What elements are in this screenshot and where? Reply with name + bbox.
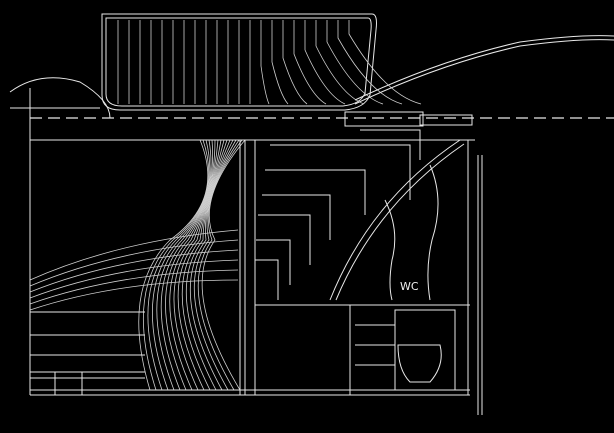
toilet-icon — [397, 344, 442, 383]
stair-flow-line — [156, 139, 213, 391]
bench-ribs — [117, 20, 422, 105]
stair-flow-line — [177, 139, 228, 391]
room-label-wc: WC — [400, 280, 419, 293]
ground-profile — [9, 35, 614, 140]
stair-flow-line — [193, 139, 240, 391]
bench-rib — [293, 20, 327, 105]
bench-rib — [326, 20, 384, 105]
bench-rib — [260, 20, 270, 105]
stair-flow-line — [147, 139, 211, 391]
bench-rib — [337, 20, 403, 105]
stair-flow-line — [189, 139, 237, 391]
terraced-levels — [255, 129, 421, 300]
sweep-line — [29, 259, 239, 299]
left-steps — [30, 311, 145, 395]
curved-wall-arc — [329, 139, 465, 301]
stair-flow-line — [197, 139, 243, 391]
stair-flow-line — [160, 139, 216, 391]
stair-flow-line — [169, 139, 222, 391]
stair-flow-line — [181, 139, 231, 391]
sweep-line — [29, 279, 239, 311]
flowing-stair-lines — [29, 139, 246, 391]
stair-flow-line — [165, 139, 219, 391]
stair-flow-line — [185, 139, 234, 391]
stair-flow-line — [142, 139, 210, 391]
bench-rib — [271, 20, 289, 105]
bench-rib — [304, 20, 346, 105]
sweep-line — [29, 229, 239, 281]
bench-rib — [348, 20, 422, 105]
bench-rib — [282, 20, 308, 105]
wc-room: WC — [355, 164, 456, 391]
bench-rib — [315, 20, 365, 105]
stair-flow-line — [152, 139, 212, 391]
stair-flow-line — [201, 139, 246, 391]
sweep-line — [29, 249, 239, 293]
sweep-line — [29, 269, 239, 305]
stair-flow-line — [173, 139, 225, 391]
sweep-line — [29, 239, 239, 287]
bench-box — [101, 13, 422, 111]
structure — [29, 111, 483, 415]
